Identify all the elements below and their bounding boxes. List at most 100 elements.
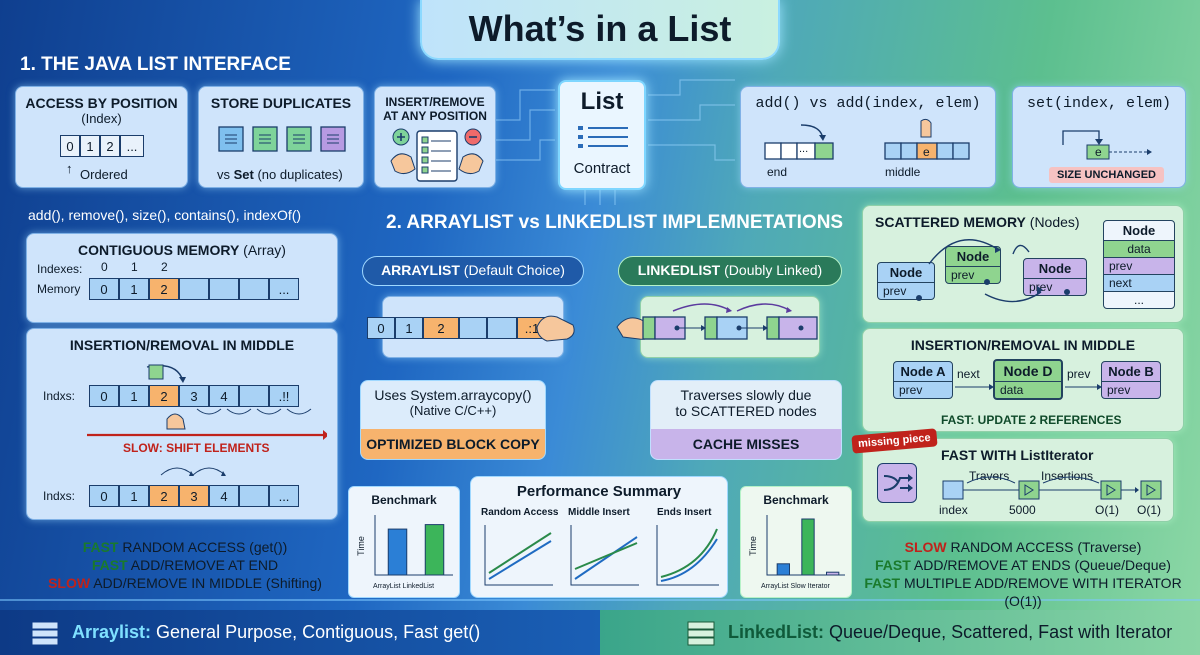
add-middle-label: middle [885, 165, 921, 179]
scat-title-bold: SCATTERED MEMORY [875, 214, 1026, 230]
ll-sum-3-text: MULTIPLE ADD/REMOVE WITH ITERATOR (O(1)) [900, 575, 1182, 609]
shift-cell [239, 385, 269, 407]
array-ins-title: INSERTION/REMOVAL IN MIDDLE [69, 337, 295, 353]
benchmark-left-chart [374, 515, 453, 576]
dup-caption-set: Set [233, 167, 254, 182]
insert-remove-card: INSERT/REMOVE AT ANY POSITION [374, 86, 496, 188]
dup-caption: vs Set (no duplicates) [217, 167, 343, 182]
add-end-label: end [767, 165, 788, 179]
ll-sum-1: SLOW RANDOM ACCESS (Traverse) [862, 538, 1184, 556]
access-caption: Ordered [80, 167, 128, 182]
indexes-label: Indexes: [37, 262, 83, 276]
dup-caption-pre: vs [217, 167, 234, 182]
set-title: set(index, elem) [1026, 95, 1172, 112]
page-title: What’s in a List [468, 8, 732, 49]
shift-cell: 1 [119, 385, 149, 407]
store-duplicates-card: STORE DUPLICATES vs Set (no duplicates) [198, 86, 364, 188]
linkedlist-label-bold: LINKEDLIST [637, 262, 721, 278]
memory-cell [179, 278, 209, 300]
bench-left-title: Benchmark [371, 493, 437, 507]
contig-title: CONTIGUOUS MEMORY (Array) [27, 242, 337, 258]
index-1: 1 [131, 260, 138, 274]
node-prev: prev [946, 266, 1000, 283]
footer-right-text: Queue/Deque, Scattered, Fast with Iterat… [824, 622, 1173, 642]
perf-col-middle: Middle Insert [568, 507, 630, 518]
checklist-hands-icon [390, 128, 484, 182]
result-cell: 2 [149, 485, 179, 507]
set-e: e [1095, 145, 1102, 159]
shift-cell: 2 [149, 385, 179, 407]
list-contract-card: List Contract [558, 80, 646, 190]
add-end-dots: ... [799, 143, 809, 155]
arraylist-summary: FAST RANDOM ACCESS (get()) FAST ADD/REMO… [30, 538, 340, 592]
duplicate-cubes-icon [218, 126, 346, 152]
bench-right-xlabel: ArrayList Slow Iterator [761, 583, 830, 590]
bench-bar-arraylist [776, 563, 790, 576]
node-d-header: Node D [1003, 363, 1053, 379]
insert-title-2: AT ANY POSITION [383, 109, 487, 123]
index-cell: ... [120, 135, 144, 157]
result-cell: ... [269, 485, 299, 507]
perf-mini-charts [484, 525, 719, 586]
title-banner: What’s in a List [420, 0, 780, 60]
travers-label: Travers [969, 469, 1010, 483]
bench-bar-linkedlist [424, 524, 445, 576]
memory-cell: 1 [119, 278, 149, 300]
size-unchanged-badge: SIZE UNCHANGED [1049, 167, 1165, 183]
footer-left-bold: Arraylist: [72, 622, 152, 642]
access-title: ACCESS BY POSITION [25, 95, 178, 111]
arraycopy-line-1: Uses System.arraycopy() [374, 387, 532, 403]
benchmark-left-card: Benchmark Time ArrayList LinkedList [348, 486, 460, 598]
o1-label-1: O(1) [1095, 503, 1119, 517]
al-sum-2: FAST ADD/REMOVE AT END [30, 556, 340, 574]
row1-label: Indxs: [43, 389, 76, 403]
bench-bar-arraylist [387, 528, 408, 576]
linkedlist-visual [616, 296, 820, 358]
arraycopy-card: Uses System.arraycopy() (Native C/C++) O… [360, 380, 546, 460]
node-b-header: Node B [1108, 364, 1154, 379]
node-detail: Node data prev next ... [1103, 220, 1175, 309]
al-cell: 2 [423, 317, 459, 339]
arraylist-label: ARRAYLIST (Default Choice) [362, 256, 584, 286]
memory-cell: ... [269, 278, 299, 300]
pointing-hand-icon [536, 315, 575, 342]
arraylist-label-bold: ARRAYLIST [381, 262, 460, 278]
ll-sum-2-text: ADD/REMOVE AT ENDS (Queue/Deque) [910, 557, 1171, 573]
memory-cell [239, 278, 269, 300]
bench-bar-iterator [826, 571, 840, 576]
index-label: index [939, 503, 968, 517]
slow-shift-label: SLOW: SHIFT ELEMENTS [123, 441, 270, 455]
node-detail-prev: prev [1104, 257, 1174, 274]
footer-left: Arraylist: General Purpose, Contiguous, … [0, 610, 600, 655]
memory-cell: 0 [89, 278, 119, 300]
ll-sum-2-tag: FAST [875, 557, 911, 573]
iterator-flow [942, 476, 1162, 500]
linkedlist-label: LINKEDLIST (Doubly Linked) [618, 256, 842, 286]
bench-left-xlabel: ArrayList LinkedList [373, 583, 435, 590]
ref-arrows [955, 384, 1102, 390]
set-diagram [1062, 130, 1152, 160]
ll-sum-2: FAST ADD/REMOVE AT ENDS (Queue/Deque) [862, 556, 1184, 574]
iterator-icon [877, 463, 917, 503]
shuffle-arrows-icon [883, 474, 913, 492]
arraycopy-line-2: (Native C/C++) [409, 403, 497, 418]
trav-line-2: to SCATTERED nodes [675, 403, 817, 419]
scatter-arrows [916, 239, 1070, 303]
ll-sum-3: FAST MULTIPLE ADD/REMOVE WITH ITERATOR (… [862, 574, 1184, 610]
shift-cell: 4 [209, 385, 239, 407]
shift-arrows-2 [160, 467, 226, 476]
arraylist-visual: 0 1 2 .:1 [367, 296, 575, 358]
ll-sum-1-tag: SLOW [904, 539, 947, 555]
o1-label-2: O(1) [1137, 503, 1161, 517]
al-cell: 1 [395, 317, 423, 339]
server-icon [687, 621, 715, 645]
arraylist-label-normal: (Default Choice) [459, 262, 565, 278]
linkedlist-summary: SLOW RANDOM ACCESS (Traverse) FAST ADD/R… [862, 538, 1184, 610]
